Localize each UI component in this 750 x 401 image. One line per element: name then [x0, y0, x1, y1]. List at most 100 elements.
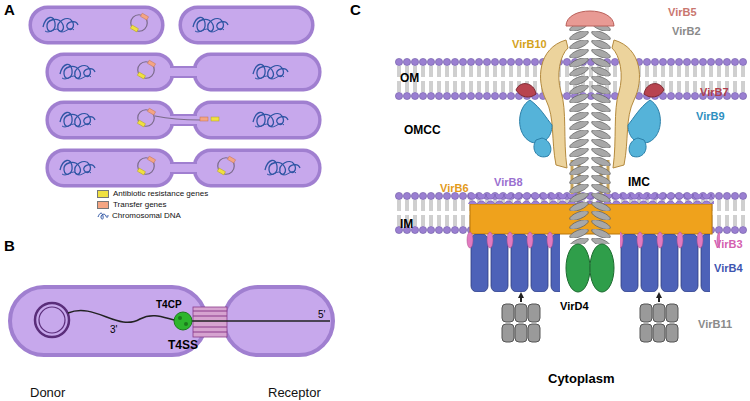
plasmid-symbol [137, 108, 155, 127]
bacterial-cell [192, 53, 321, 92]
protein-label: VirB9 [696, 110, 725, 122]
bridge-edge [170, 76, 197, 78]
virb9-protein [629, 138, 646, 157]
chromosome-symbol [265, 160, 300, 175]
virb9-protein [534, 138, 551, 157]
legend-entry: Transfer genes [97, 200, 167, 209]
virb11-subunit [640, 324, 652, 342]
protein-label: VirB6 [440, 182, 469, 194]
plasmid-symbol [217, 156, 235, 175]
panel-letter: B [4, 238, 15, 255]
protein-label: VirD4 [560, 300, 589, 312]
membrane-label: OM [400, 72, 419, 85]
legend-symbol [97, 212, 109, 220]
bridge-edge [170, 66, 197, 68]
pilus [568, 22, 612, 244]
virb9-protein [520, 100, 552, 143]
virb11-left [502, 295, 540, 342]
chromosome-symbol [193, 17, 228, 32]
strand-end: 3' [110, 324, 117, 335]
bacterial-cell: Receptor [222, 285, 335, 357]
vird4-protein [590, 244, 614, 292]
bacterial-cell [192, 101, 321, 140]
virb2-pilus [568, 22, 612, 244]
panel-c-art [395, 11, 747, 342]
omcc-right [612, 40, 664, 168]
bridge-edge [170, 124, 197, 126]
bacterial-cell [45, 101, 174, 140]
legend-text: Transfer genes [113, 200, 167, 209]
virb11-subunit [666, 304, 678, 322]
complex-label: OMCC [404, 124, 441, 137]
legend-entry: Chromosomal DNA [97, 211, 181, 220]
virb3-protein [460, 230, 560, 250]
protein-label: VirB4 [714, 262, 743, 274]
pore-stripe [193, 310, 227, 311]
panel-letter: C [350, 2, 361, 19]
pilus-bridge [170, 163, 197, 173]
bacterial-cell [29, 6, 165, 45]
virb3-protein [620, 230, 720, 250]
plasmid-symbol [137, 60, 155, 79]
bridge-edge [170, 162, 197, 164]
t4cp-protein [174, 312, 192, 330]
virb11-subunit [528, 304, 540, 322]
protein-label: VirB8 [494, 176, 523, 188]
dna-strand [155, 116, 200, 120]
pore-stripe [193, 315, 227, 316]
panel-letter: A [4, 2, 15, 19]
legend-entry: Antibiotic resistance genes [97, 189, 208, 198]
protein-label: VirB2 [672, 25, 701, 37]
strand-end: 5' [318, 309, 325, 320]
legend-swatch [97, 201, 109, 209]
chromosome-symbol [60, 160, 95, 175]
virb11-subunit [515, 304, 527, 322]
single-strand-dna [68, 311, 330, 323]
bacterial-cell [192, 149, 321, 188]
virb7-protein [516, 84, 536, 97]
virb11-subunit [653, 304, 665, 322]
plasmid-symbol [130, 13, 148, 32]
omcc-left [516, 40, 568, 168]
virb3-left [460, 230, 560, 250]
cell-caption: Receptor [268, 385, 321, 400]
compartment-label: Cytoplasm [548, 372, 614, 386]
resistance-gene [211, 117, 219, 121]
recruit-arrow [658, 295, 660, 302]
protein-label: VirB11 [698, 318, 732, 330]
chromosome-symbol [60, 64, 95, 79]
virb11-subunit [515, 324, 527, 342]
bridge-edge [170, 172, 197, 174]
protein-label: VirB10 [512, 38, 547, 50]
virb9-protein [628, 100, 660, 143]
bridge-edge [170, 114, 197, 116]
pore-stripe [193, 331, 227, 332]
virb11-subunit [502, 304, 514, 322]
legend-swatch [97, 190, 109, 198]
legend-text: Antibiotic resistance genes [113, 189, 208, 198]
t4cp-spot [178, 316, 182, 320]
bacterial-cell [45, 53, 174, 92]
virb11-subunit [528, 324, 540, 342]
virb11-right [640, 295, 678, 342]
chromosome-symbol [60, 112, 95, 127]
cell-caption: Donor [30, 385, 65, 400]
legend-text: Chromosomal DNA [112, 211, 181, 220]
virb11-subunit [502, 324, 514, 342]
transfer-gene [200, 117, 208, 121]
membrane-label: IM [400, 218, 413, 231]
panel-a-art [29, 6, 322, 188]
plasmid-outer [35, 303, 69, 337]
protein-label: T4CP [156, 299, 182, 310]
t4cp-spot [184, 322, 188, 326]
virb11-subunit [640, 304, 652, 322]
vird4-protein [566, 244, 590, 292]
virb5-cap [566, 11, 614, 26]
t4ss-pore [193, 307, 227, 337]
protein-label: VirB3 [714, 238, 743, 250]
chromosome-symbol [253, 112, 288, 127]
virb7-protein [644, 84, 664, 97]
plasmid-symbol [137, 156, 155, 175]
